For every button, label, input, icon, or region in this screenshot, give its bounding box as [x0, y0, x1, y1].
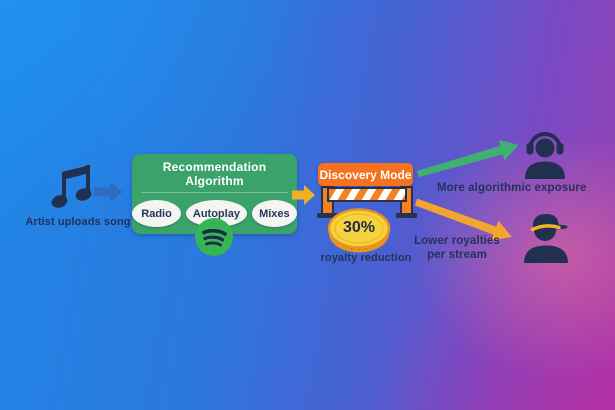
- royalty-reduction-caption: royalty reduction: [320, 252, 412, 264]
- spotify-icon: [195, 218, 233, 256]
- royalty-reduction-percentage: 30%: [342, 219, 376, 236]
- roadblock-barrier-icon: [317, 186, 417, 218]
- music-note-icon: [51, 165, 92, 208]
- algorithm-box-title: Recommendation Algorithm: [162, 160, 267, 188]
- exposure-outcome-label: More algorithmic exposure: [437, 182, 587, 194]
- artist-cap-icon: [524, 214, 568, 263]
- royalties-outcome-label: Lower royalties per stream: [414, 235, 500, 262]
- flow-arrow-right-icon: [292, 185, 315, 205]
- flow-arrow-right-icon: [94, 182, 123, 202]
- divider: [141, 192, 288, 193]
- royalties-arrow-icon: [414, 198, 512, 241]
- upload-step-label: Artist uploads song: [25, 216, 131, 228]
- pill-mixes: Mixes: [251, 200, 297, 227]
- coin-icon: [327, 208, 391, 253]
- discovery-mode-label: Discovery Mode: [318, 163, 413, 186]
- exposure-arrow-icon: [417, 139, 519, 178]
- pill-radio: Radio: [132, 200, 182, 227]
- listener-headphones-icon: [525, 132, 565, 179]
